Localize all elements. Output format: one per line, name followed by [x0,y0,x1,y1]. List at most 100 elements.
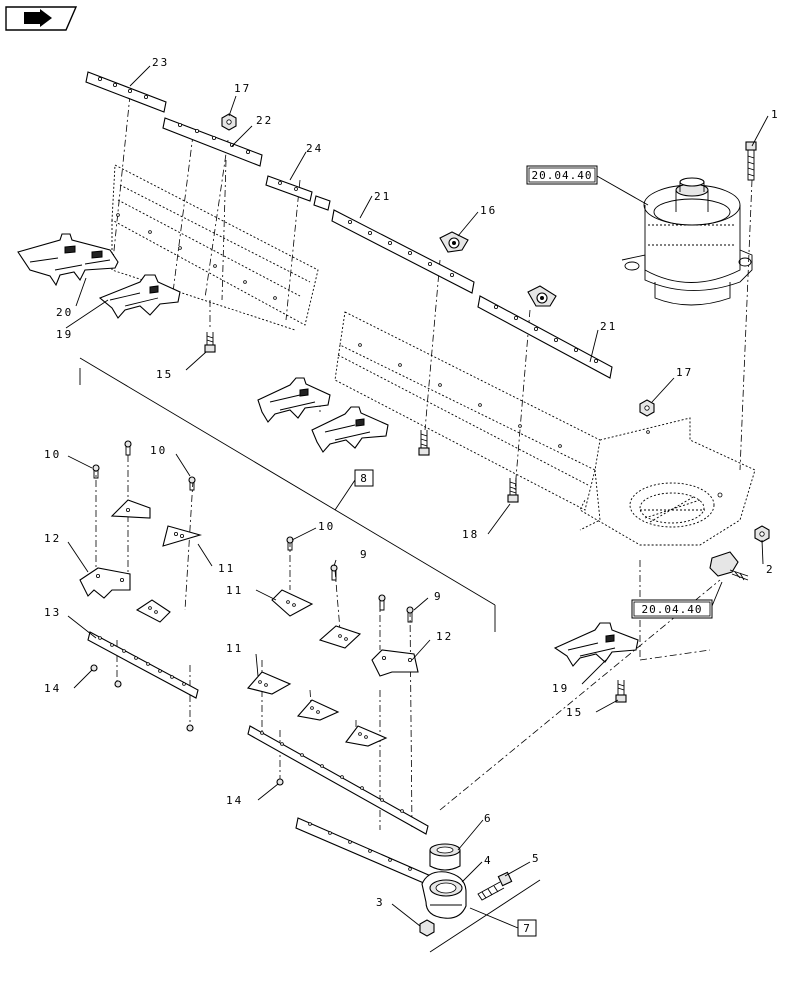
bolt-5[interactable] [477,871,513,901]
callout-11: 11 [226,642,243,655]
callout-16: 16 [480,204,497,217]
group-box-7[interactable]: 7 [517,919,537,937]
group-box-8[interactable]: 8 [354,469,374,487]
wear-strip-13[interactable] [87,631,199,699]
knife-back-21-lower[interactable] [477,295,613,379]
knife-back-21-upper[interactable] [331,209,475,294]
callout-6: 6 [484,812,493,825]
bolt-9-c[interactable] [406,606,414,623]
callout-15: 15 [566,706,583,719]
callout-12: 12 [44,532,61,545]
guard-19-mid-a[interactable] [257,377,331,423]
bushing-6[interactable] [429,843,461,871]
callout-10: 10 [318,520,335,533]
callout-17: 17 [234,82,251,95]
bolt-9-a[interactable] [330,564,338,581]
callout-21: 21 [600,320,617,333]
guard-20[interactable] [17,233,119,287]
cutter-bar-frame-left [111,164,319,331]
callout-20: 20 [56,306,73,319]
guard-19-mid-b[interactable] [311,406,389,453]
hold-down-12-b[interactable] [371,649,419,677]
reference-label: 20.04.40 [642,603,703,616]
callout-19: 19 [56,328,73,341]
gearbox-mount-plate [579,417,756,546]
callout-18: 18 [462,528,479,541]
cutter-bar-frame-right [334,311,601,511]
callout-5: 5 [532,852,541,865]
knife-back-22[interactable] [162,117,263,167]
callout-4: 4 [484,854,493,867]
hold-down-11-f[interactable] [246,671,292,695]
hold-down-11-a[interactable] [110,499,151,519]
hold-down-11-b[interactable] [162,525,202,547]
callout-24: 24 [306,142,323,155]
reference-label: 20.04.40 [532,169,593,182]
callout-3: 3 [376,896,385,909]
knife-head-4[interactable] [295,817,467,919]
callout-23: 23 [152,56,169,69]
knife-clip-16b[interactable] [527,285,557,307]
nut-17-right[interactable] [639,399,655,417]
bolt-9-b[interactable] [378,594,386,611]
bolt-10-a[interactable] [92,464,100,479]
group-label: 8 [360,472,368,485]
callout-11: 11 [226,584,243,597]
gearbox[interactable] [621,177,753,306]
nut-14-b[interactable] [114,680,122,688]
bearing-housing[interactable] [709,551,749,581]
hold-down-11-d[interactable] [271,589,314,617]
callout-labels: 1 2 3 4 5 6 9 9 10 10 10 11 11 11 12 12 … [44,56,780,909]
bolt-10-d[interactable] [286,536,294,551]
knife-clip-16[interactable] [439,231,469,253]
reference-box-top[interactable]: 20.04.40 [526,165,598,185]
group-7-bracket [429,879,541,953]
callout-14: 14 [226,794,243,807]
bolt-18[interactable] [507,478,519,503]
leader-lines [65,65,769,927]
hold-down-11-c[interactable] [135,599,171,623]
callout-1: 1 [771,108,780,121]
nut-14-c[interactable] [186,724,194,732]
knife-back-24[interactable] [265,175,331,211]
bolt-15-bottom[interactable] [615,680,627,703]
nut-14-a[interactable] [90,664,98,672]
guide-lines [95,94,753,831]
callout-9: 9 [434,590,443,603]
wear-strip-long[interactable] [247,725,429,835]
callout-17: 17 [676,366,693,379]
callout-14: 14 [44,682,61,695]
callout-12: 12 [436,630,453,643]
callout-21: 21 [374,190,391,203]
bolt-10-b[interactable] [124,440,132,456]
nut-17-top[interactable] [221,113,237,131]
hold-down-11-h[interactable] [345,725,388,747]
callout-2: 2 [766,563,775,576]
bolt-1[interactable] [745,141,757,181]
group-8-bracket [79,357,496,632]
knife-back-23[interactable] [85,71,167,113]
reference-box-mid[interactable]: 20.04.40 [631,599,713,619]
nut-3[interactable] [419,919,435,937]
nut-2[interactable] [754,525,770,543]
arrow-right-icon[interactable] [5,6,78,31]
callout-13: 13 [44,606,61,619]
bolt-15-top[interactable] [204,332,216,353]
callout-9: 9 [360,548,369,561]
guard-19-right[interactable] [553,622,639,667]
callout-10: 10 [150,444,167,457]
callout-15: 15 [156,368,173,381]
hold-down-12-a[interactable] [79,567,131,599]
nut-14-d[interactable] [276,778,284,786]
guard-19-top[interactable] [98,274,181,319]
hold-down-11-g[interactable] [296,699,340,721]
group-label: 7 [523,922,531,935]
callout-10: 10 [44,448,61,461]
callout-22: 22 [256,114,273,127]
hold-down-11-e[interactable] [318,625,362,649]
bolt-18-b[interactable] [418,430,430,456]
callout-11: 11 [218,562,235,575]
callout-19: 19 [552,682,569,695]
bolt-10-c[interactable] [188,476,196,491]
